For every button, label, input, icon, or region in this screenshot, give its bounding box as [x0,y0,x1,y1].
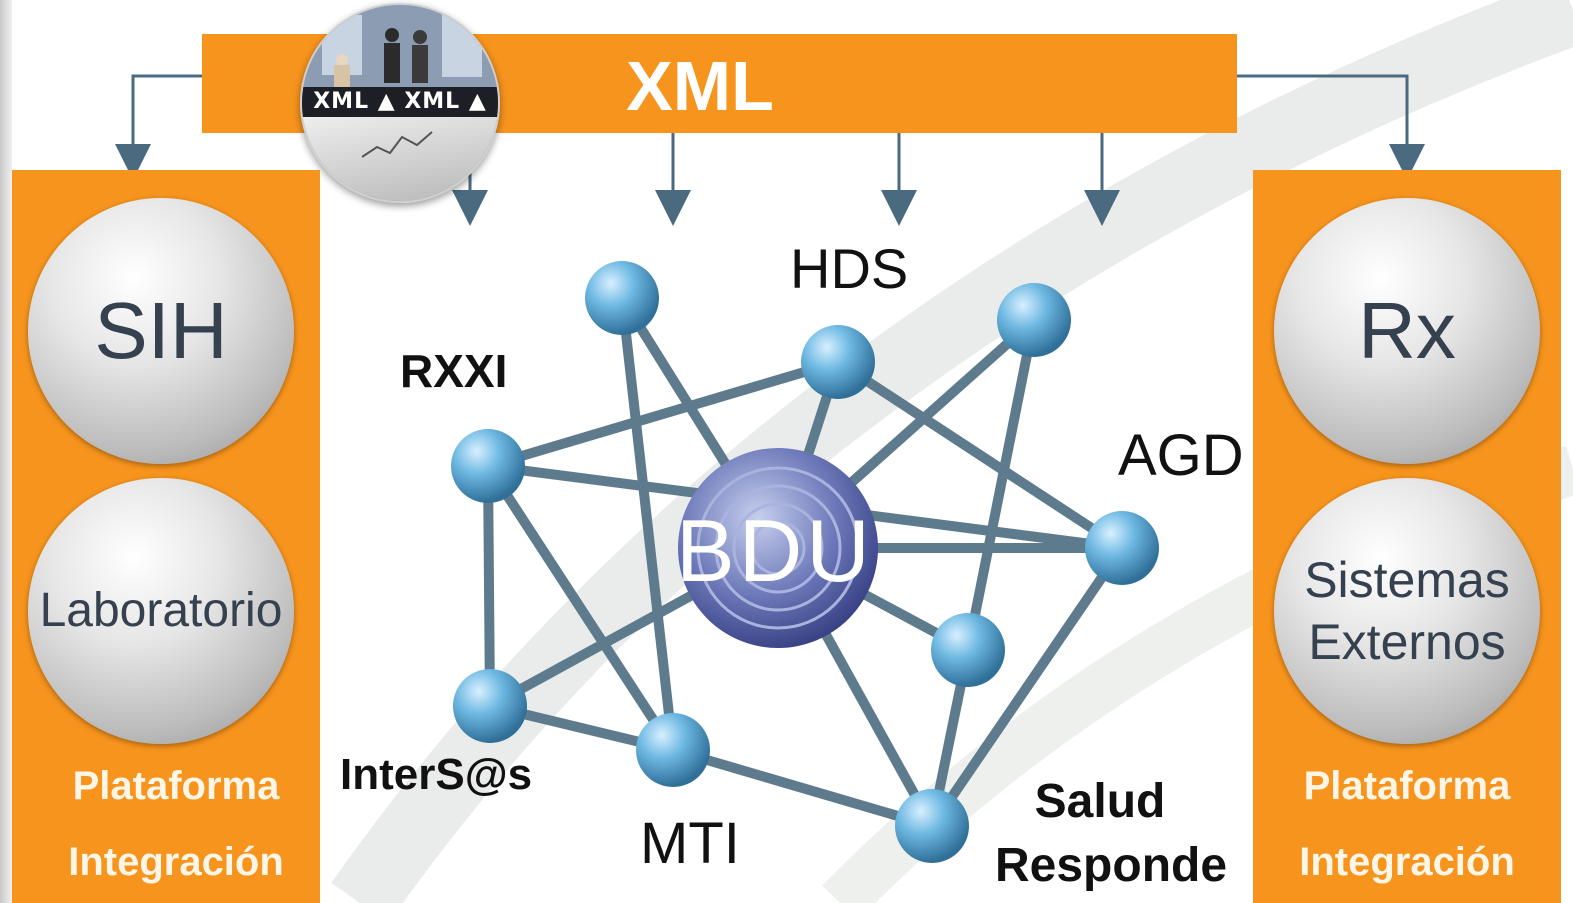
node-inters [453,669,527,743]
node-agd [1085,511,1159,585]
externos-label: Externos [1308,614,1506,670]
right-platform-line1: Plataforma [1303,764,1511,808]
photo-band-text: XML ▲ XML ▲ [302,87,498,117]
salud-label-line1: Salud [1034,775,1166,828]
inters-label: InterS@s [340,750,533,799]
node-salud [895,789,969,863]
bdu-label: BDU [676,501,874,600]
node-hds [801,325,875,399]
node-mti [636,713,710,787]
sih-label: SIH [94,286,228,375]
photo-chart-paper [302,117,498,201]
left-platform-line2: Integración [68,840,284,884]
laboratorio-label: Laboratorio [39,584,283,637]
node-rxxi [451,429,525,503]
right-platform-line2: Integración [1299,840,1515,884]
sistemas-externos-sphere: Sistemas Externos [1274,478,1540,744]
node-top-right [997,283,1071,357]
hds-label: HDS [790,237,909,300]
network-nodes [451,261,1159,863]
bdu-hub [678,448,878,648]
salud-label-line2: Responde [995,839,1228,892]
sih-sphere: SIH [28,198,294,464]
agd-label: AGD [1118,423,1244,488]
left-edge-strip [0,0,12,903]
node-top-left [585,261,659,335]
rx-sphere: Rx [1274,198,1540,464]
sistemas-label: Sistemas [1304,551,1510,608]
mti-label: MTI [640,811,740,876]
node-mid-right [931,613,1005,687]
laboratorio-sphere: Laboratorio [28,478,294,744]
salud-responde-label: Salud Responde [995,770,1228,898]
rxxi-label: RXXI [400,345,508,397]
left-platform-line1: Plataforma [72,764,280,808]
business-photo-medallion: XML ▲ XML ▲ [300,3,500,203]
rx-label: Rx [1358,286,1456,375]
xml-title: XML [626,47,774,125]
